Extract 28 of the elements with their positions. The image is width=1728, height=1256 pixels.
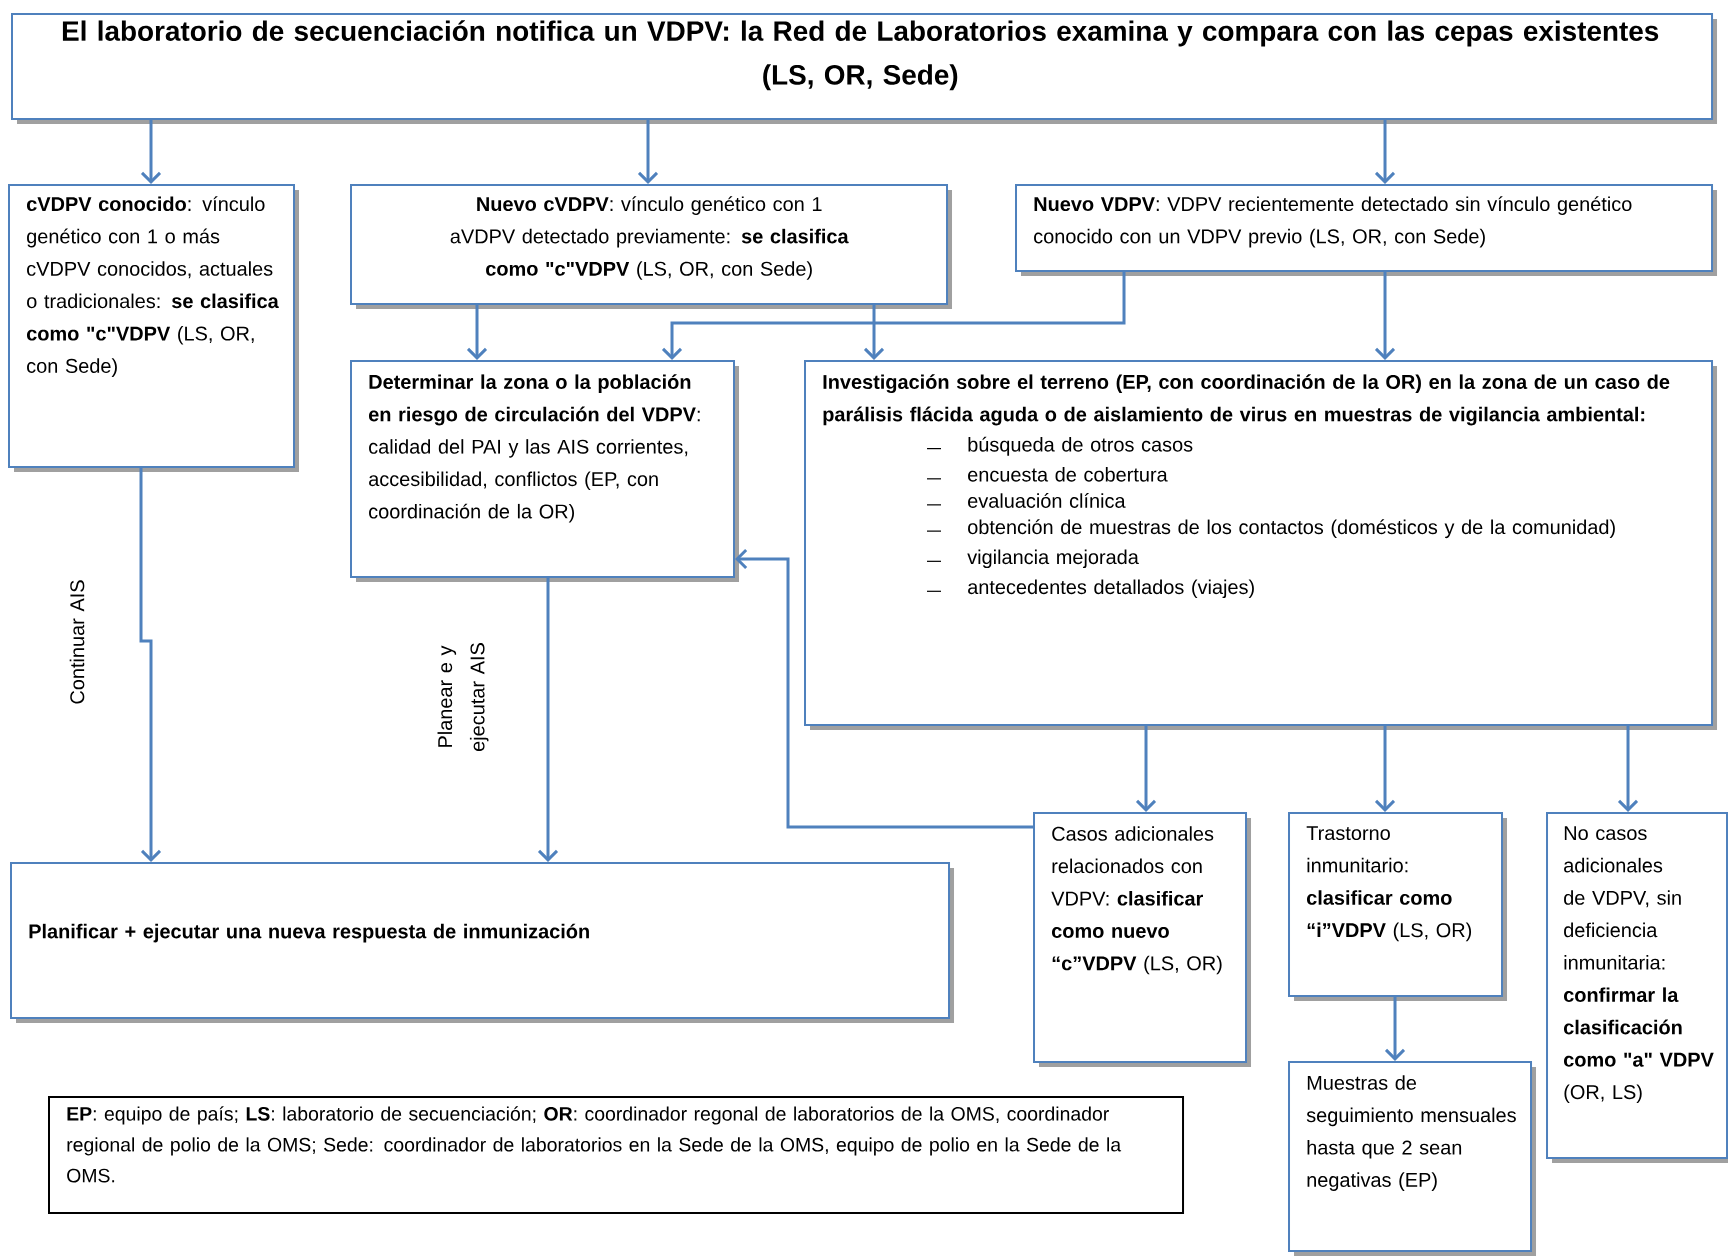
arrow bbox=[1374, 120, 1396, 184]
process-box: Investigación sobre el terreno (EP, con coordinación de la OR) en la zona de un caso de parálisis flácida aguda o de aislamiento de virus en muestras de vigilancia ambiental: búsqueda de otros casos encuesta de cobertura evaluación clínica obtención de muestras de los contactos (domésticos y de la comunidad) vigilancia mejorada antecedentes detallados (viajes) bbox=[804, 360, 1717, 730]
title-box: El laboratorio de secuenciación notifica un VDPV: la Red de Laboratorios examina y compara con las cepas existentes (LS, OR, Sede) bbox=[11, 13, 1717, 124]
process-box: Muestras de seguimiento mensuales hasta que 2 sean negativas (EP) bbox=[1288, 1061, 1536, 1256]
process-box: Planificar + ejecutar una nueva respuesta de inmunización bbox=[10, 862, 954, 1023]
process-box: cVDPV conocido: vínculo genético con 1 o más cVDPV conocidos, actuales o tradicionales: se clasifica como "c"VDPV (LS, OR, con Sede) bbox=[8, 184, 299, 472]
arrow bbox=[1135, 726, 1157, 812]
note-box: EP: equipo de país; LS: laboratorio de secuenciación; OR: coordinador regonal de laboratorios de la OMS, coordinador regional de polio de la OMS; Sede: coordinador de laboratorios en la Sede de la OMS, equipo de polio en la Sede de la OMS. bbox=[48, 1096, 1185, 1214]
process-box: No casos adicionales de VDPV, sin deficiencia inmunitaria: confirmar la clasificación como "a" VDPV (OR, LS) bbox=[1546, 812, 1728, 1163]
arrow bbox=[466, 305, 488, 360]
arrow bbox=[1617, 726, 1639, 812]
arrow bbox=[537, 578, 559, 862]
arrow bbox=[1374, 272, 1396, 360]
arrow bbox=[1374, 726, 1396, 812]
edge-label: Planear e y ejecutar AIS bbox=[436, 616, 490, 778]
arrow bbox=[140, 120, 162, 184]
process-box: Casos adicionales relacionados con VDPV: clasificar como nuevo “c”VDPV (LS, OR) bbox=[1033, 812, 1251, 1067]
process-box: Nuevo cVDPV: vínculo genético con 1 aVDPV detectado previamente: se clasifica como "c"VDPV (LS, OR, con Sede) bbox=[350, 184, 952, 309]
edge-label: Continuar AIS bbox=[68, 491, 86, 793]
arrow bbox=[637, 120, 659, 184]
arrow bbox=[1384, 997, 1406, 1062]
process-box: Trastorno inmunitario: clasificar como “i”VDPV (LS, OR) bbox=[1288, 812, 1507, 1001]
arrow bbox=[863, 305, 885, 360]
process-box: Determinar la zona o la población en riesgo de circulación del VDPV: calidad del PAI y las AIS corrientes, accesibilidad, conflictos (EP, con coordinación de la OR) bbox=[350, 360, 739, 582]
process-box: Nuevo VDPV: VDPV recientemente detectado sin vínculo genético conocido con un VDPV previo (LS, OR, con Sede) bbox=[1015, 184, 1717, 276]
arrow bbox=[139, 468, 162, 862]
arrow bbox=[735, 548, 1033, 829]
arrow bbox=[661, 272, 1126, 360]
